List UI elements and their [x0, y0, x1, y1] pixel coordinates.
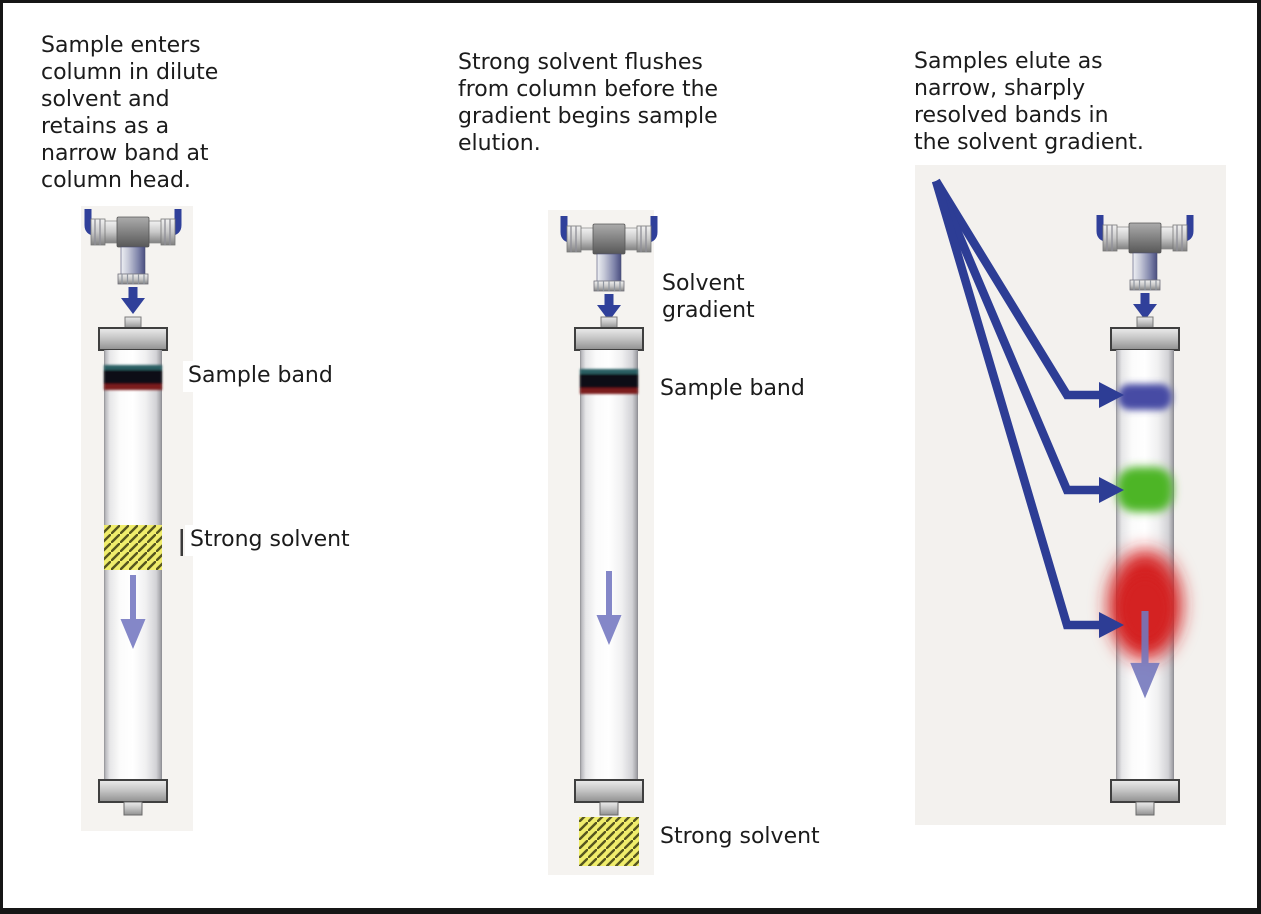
eluted-band-blue [1118, 384, 1172, 410]
strong-solvent-flushed-square [579, 817, 639, 866]
column-middle [564, 216, 654, 866]
caption-step-1: Sample enters column in dilute solvent a… [41, 33, 219, 193]
label-sample-band-middle: Sample band [660, 376, 805, 401]
column-right [931, 178, 1190, 816]
label-sample-band-left: Sample band [183, 361, 341, 392]
eluted-band-red-core [1120, 576, 1170, 642]
strong-solvent-band [104, 525, 162, 570]
sample-band-mark [580, 369, 638, 394]
sample-band-mark [104, 365, 162, 390]
label-strong-solvent-middle: Strong solvent [660, 824, 820, 849]
column-diagram-art [81, 165, 1226, 875]
pointer-arrowheads-icon [1099, 382, 1124, 638]
eluted-band-green [1117, 467, 1173, 512]
caption-step-2: Strong solvent flushes from column befor… [458, 50, 719, 156]
column-left [88, 209, 183, 816]
label-solvent-gradient: Solvent gradient [662, 271, 755, 323]
caption-step-3: Samples elute as narrow, sharply resolve… [914, 49, 1144, 155]
strong-solvent-leader-tick [180, 529, 183, 556]
eluted-band-pointer-arrows [931, 178, 1101, 630]
label-strong-solvent-left: Strong solvent [185, 525, 358, 556]
